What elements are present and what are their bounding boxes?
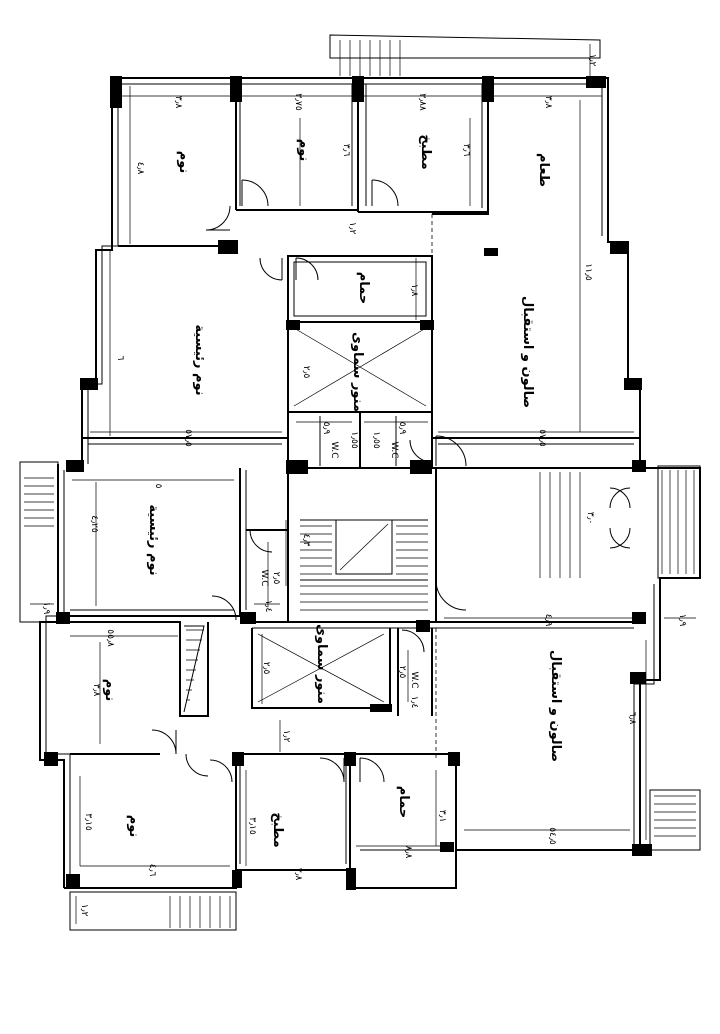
dim-bath-top-h: ١٫٨ <box>409 284 419 297</box>
dim-bath-b-h: ٣٫١ <box>437 810 447 823</box>
room-wc-top-b: W.C <box>389 441 399 458</box>
room-bath-top: حمام <box>356 272 371 305</box>
room-shaft-top: منور سماوى <box>350 332 365 412</box>
room-bed-bottom-b: نوم <box>126 815 141 838</box>
room-labels: نوم نوم مطبخ طعام حمام نوم رئيسية منور س… <box>102 134 563 847</box>
dim-row-w-right: ٥٧٫٥ <box>537 429 547 447</box>
room-dining-top: طعام <box>536 153 551 187</box>
room-shaft-bottom: منور سماوى <box>314 624 329 704</box>
room-master-top: نوم رئيسية <box>192 324 207 395</box>
dim-salon-top-h: ١١٫٥ <box>583 263 593 281</box>
dim-stair-h: ٤٫٣ <box>301 534 311 547</box>
dim-corridor-top: ١٫٢ <box>347 222 357 235</box>
dim-kitchen-h: ٣٫٦ <box>461 144 471 157</box>
dim-top-right-edge: ١٫٢ <box>587 54 597 67</box>
dim-master-mid-w: ٥ <box>153 484 163 489</box>
dimension-labels: ٣٫٨ ٣٫٧٥ ٣٫٨٨ ٣٫٨ ١٫٢ ٤٫٨ ٣٫٦ ٣٫٦ ١٫٢ ١٫… <box>41 54 687 917</box>
room-master-mid: نوم رئيسية <box>146 504 161 575</box>
room-bed-top-left: نوم <box>176 151 191 174</box>
dim-top-bed-mid-w: ٣٫٧٥ <box>293 93 303 111</box>
dim-bed-a-w: ٥٥٫٨ <box>105 629 115 647</box>
dim-top-kitchen-w: ٣٫٨٨ <box>417 93 427 111</box>
dim-shaft-top-h: ٢٫٥ <box>301 366 311 379</box>
dim-top-dining-w: ٣٫٨ <box>543 96 553 109</box>
dim-right-band-w: ١٫٩ <box>677 614 687 627</box>
dim-wc-mid-h: ٢٫٥ <box>271 572 281 585</box>
dim-shaft-bottom-h: ٢٫٥ <box>261 662 271 675</box>
interior-walls <box>46 78 640 888</box>
dim-corridor-bottom: ١٫٢ <box>281 730 291 743</box>
dim-wc-a-h: ١٫٥٥ <box>349 431 359 449</box>
outer-walls <box>19 34 701 931</box>
room-wc-mid: W.C <box>259 569 269 586</box>
dim-wc-b-w: ٥٫٩ <box>397 422 407 435</box>
dim-kitchen-b-h: ٣٫١٥ <box>247 817 257 835</box>
dim-wc-bottom-h: ٢٫٥ <box>397 666 407 679</box>
dim-master-top-h: ٦ <box>115 356 125 361</box>
structural-columns <box>44 76 652 890</box>
dim-kitchen-b-w: ٣٫٨ <box>293 868 303 881</box>
room-salon-top: صالون و استقبال <box>520 296 535 408</box>
dim-bottom-edge: ١٫٢ <box>79 904 89 917</box>
dim-balcony-left: ١٫٩ <box>41 602 51 615</box>
dim-bed-b-h: ٣٫١٥ <box>83 813 93 831</box>
dim-row-w-left: ٥٧٫٥ <box>183 429 193 447</box>
dim-top-bed-left-w: ٣٫٨ <box>173 96 183 109</box>
dim-salon-bottom-w: ٥٤٫٥ <box>547 827 557 845</box>
dim-wc-b-h: ١٫٥٥ <box>371 431 381 449</box>
door-swings <box>151 179 631 783</box>
dim-bed-mid-h: ٣٫٦ <box>341 144 351 157</box>
room-kitchen-top: مطبخ <box>418 134 433 169</box>
dim-bed-a-h: ٣٫٨ <box>91 684 101 697</box>
dim-wc-a-w: ٥٫٩ <box>321 422 331 435</box>
dimension-lines <box>30 86 696 924</box>
dim-bed-b-w: ٤٫٦ <box>147 864 157 877</box>
dim-mid-band-w: ٤٫٩ <box>543 614 553 627</box>
dim-bed-left-h: ٤٫٨ <box>135 162 145 175</box>
dim-bath-b-w: ٨٫٨ <box>403 846 413 859</box>
room-bed-top-mid: نوم <box>296 139 311 162</box>
room-bath-bottom: حمام <box>396 786 411 819</box>
room-kitchen-bottom: مطبخ <box>270 812 285 847</box>
room-wc-bottom: W.C <box>409 671 419 688</box>
dim-wc-bottom-w: ١٫٤ <box>409 696 419 709</box>
room-salon-bottom: صالون و استقبال <box>548 650 563 762</box>
room-wc-top-a: W.C <box>329 441 339 458</box>
dim-wc-mid-w: ١٫٤ <box>263 600 273 613</box>
dim-master-mid-h: ٤٫٢٥ <box>89 515 99 533</box>
dim-salon-bottom-h: ٦٫٨ <box>627 712 637 725</box>
dim-entry-w: ٣٫٠ <box>585 512 595 525</box>
room-bed-bottom-a: نوم <box>102 679 117 702</box>
